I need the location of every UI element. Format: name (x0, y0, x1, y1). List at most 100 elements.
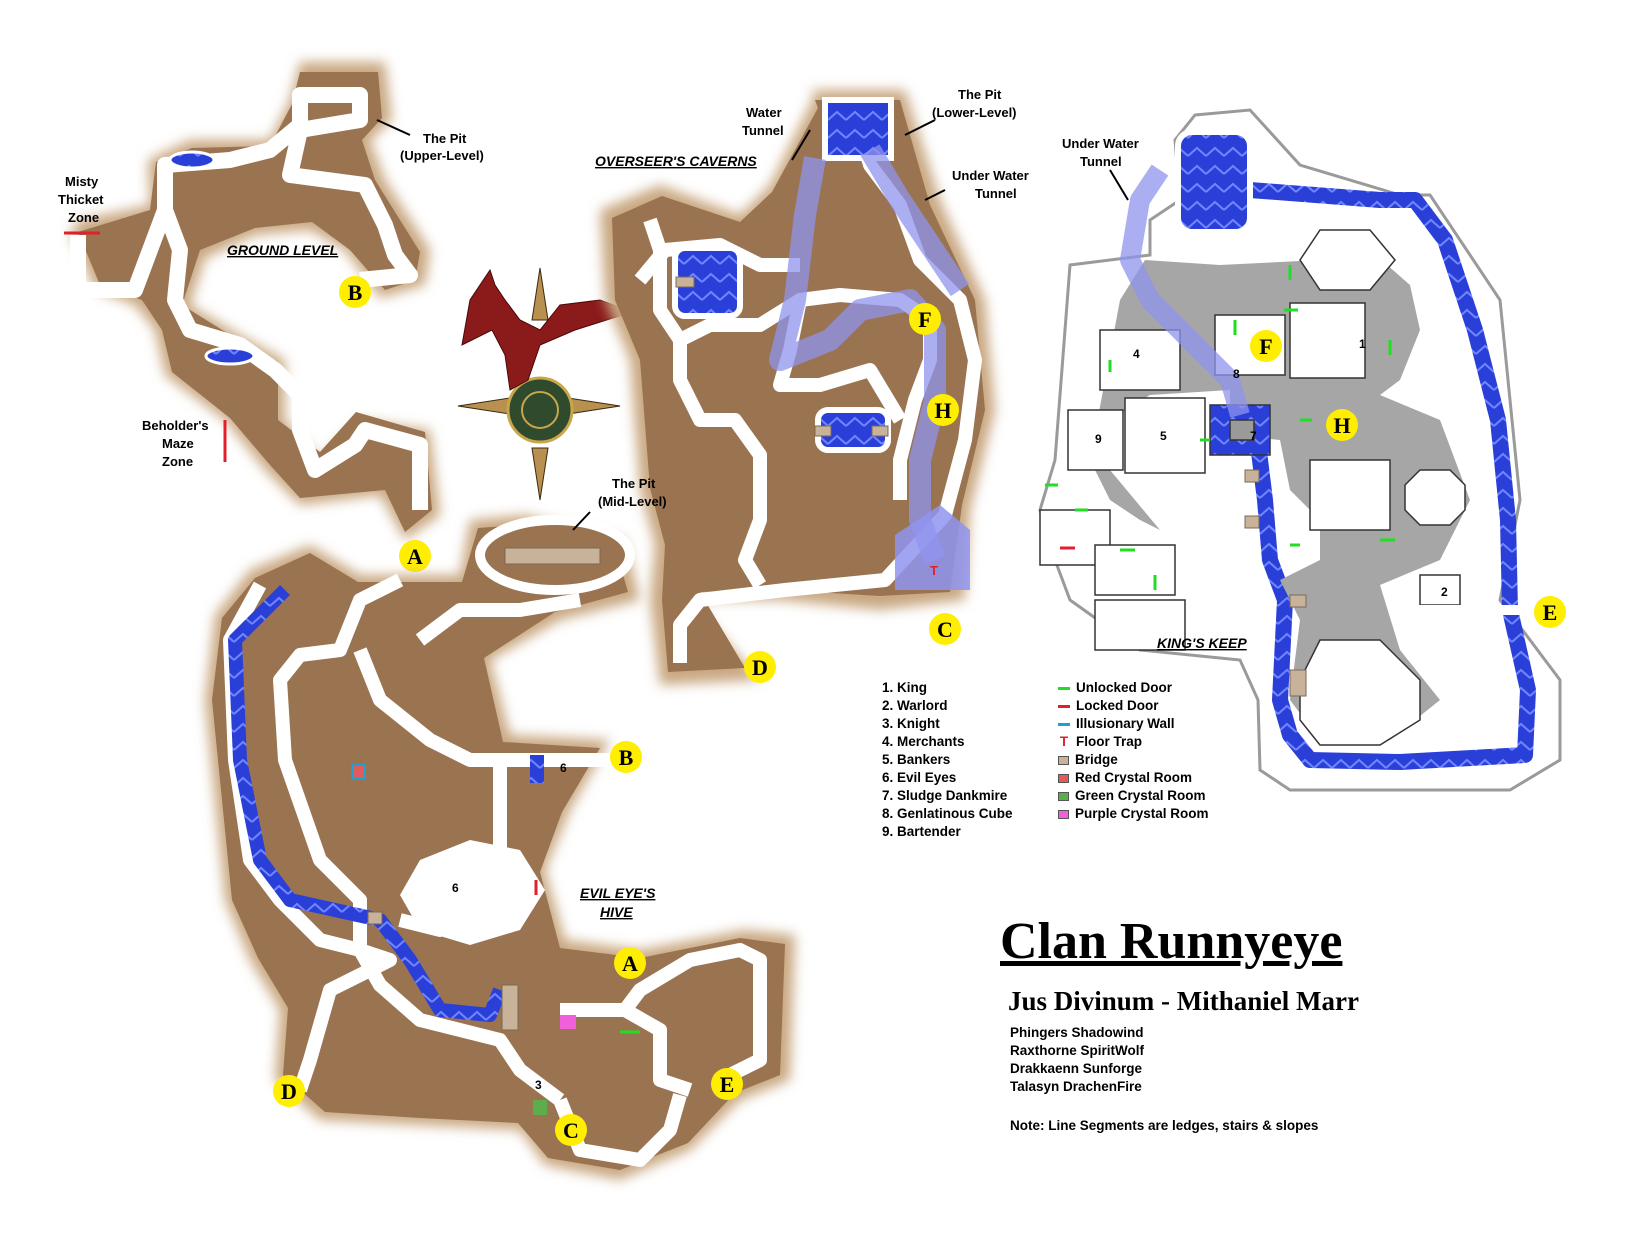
symbol-legend-label: Floor Trap (1076, 734, 1143, 749)
credit-name: Raxthorne SpiritWolf (1010, 1043, 1145, 1058)
caverns-bridge-center-b (871, 425, 889, 437)
uw-tunnel-b-callout-2: Tunnel (1080, 154, 1122, 169)
ground-level-passage (70, 87, 428, 510)
map-subtitle: Jus Divinum - Mithaniel Marr (1008, 986, 1359, 1016)
hive-marker-d[interactable]: D (273, 1075, 305, 1107)
water-tunnel-leader (791, 129, 811, 161)
misty-thicket-callout-2: Thicket (58, 192, 104, 207)
evil-eyes-hive-map: EVIL EYE'S HIVE The Pit (Mid-Level) 6 6 … (205, 476, 795, 1180)
keep-room-9 (1067, 409, 1124, 471)
npc-legend-item: 4. Merchants (882, 734, 965, 749)
hive-marker-d-label: D (281, 1079, 297, 1104)
keep-room-4-label: 4 (1133, 347, 1140, 361)
dragon-emblem (461, 268, 634, 391)
legend-box-swatch (1058, 773, 1069, 783)
uw-tunnel-a-leader (924, 189, 946, 201)
symbol-legend-label: Locked Door (1076, 698, 1159, 713)
misty-thicket-callout-1: Misty (65, 174, 99, 189)
hive-river-bridge-b (501, 984, 519, 1031)
legend-line-swatch (1058, 722, 1070, 726)
water-tunnel-callout-1: Water (746, 105, 782, 120)
keep-bridge-1 (1244, 469, 1260, 483)
pit-lower-leader (904, 119, 936, 136)
hive-marker-e-label: E (720, 1072, 735, 1097)
compass-arrow-south (531, 447, 549, 501)
symbol-legend-label: Purple Crystal Room (1075, 806, 1209, 821)
keep-room-9-label: 9 (1095, 432, 1102, 446)
overseers-caverns-label: OVERSEER'S CAVERNS (595, 153, 757, 169)
uw-tunnel-a-callout-1: Under Water (952, 168, 1029, 183)
npc-legend-item: 2. Warlord (882, 698, 948, 713)
compass-globe (506, 376, 574, 444)
hive-west-river (228, 585, 507, 1022)
caverns-bridge-west (675, 276, 695, 288)
hive-marker-e[interactable]: E (711, 1068, 743, 1100)
symbol-legend-item: T Floor Trap (1058, 733, 1209, 751)
compass-arrow-north (531, 267, 549, 321)
caverns-marker-c-label: C (937, 617, 953, 642)
keep-room-2-label: 2 (1441, 585, 1448, 599)
keep-marker-f[interactable]: F (1250, 330, 1282, 362)
keep-room-north-east (1299, 229, 1396, 291)
caverns-marker-h[interactable]: H (927, 394, 959, 426)
caverns-marker-c[interactable]: C (929, 613, 961, 645)
legend-box-swatch (1058, 809, 1069, 819)
caverns-marker-d-label: D (752, 655, 768, 680)
caverns-passage (634, 112, 982, 663)
caverns-marker-d[interactable]: D (744, 651, 776, 683)
credit-name: Drakkaenn Sunforge (1010, 1061, 1143, 1076)
keep-marker-e[interactable]: E (1534, 596, 1566, 628)
symbol-legend-item: Purple Crystal Room (1058, 805, 1209, 823)
pit-upper-callout-2: (Upper-Level) (400, 148, 484, 163)
beholders-maze-callout-2: Maze (162, 436, 194, 451)
hive-marker-a-label: A (622, 951, 638, 976)
keep-moat (1247, 182, 1536, 770)
keep-room-2 (1419, 574, 1461, 606)
keep-bridge-4 (1289, 669, 1307, 697)
water-tunnel-callout-2: Tunnel (742, 123, 784, 138)
symbol-legend-label: Green Crystal Room (1075, 788, 1206, 803)
ground-marker-a[interactable]: A (399, 540, 431, 572)
symbol-legend-item: Bridge (1058, 751, 1209, 769)
ground-level-pool-upper (168, 150, 216, 170)
hive-purple-crystal-room (560, 1015, 576, 1029)
caverns-bridge-center-a (814, 425, 832, 437)
symbol-legend-item: Unlocked Door (1058, 679, 1209, 697)
keep-marker-e-label: E (1543, 600, 1558, 625)
npc-legend-item: 1. King (882, 680, 928, 695)
legend-trap-swatch: T (1059, 734, 1069, 749)
hive-marker-b-label: B (619, 745, 634, 770)
hive-green-crystal-room (533, 1100, 547, 1115)
hive-marker-b[interactable]: B (610, 741, 642, 773)
compass-arrow-west (457, 397, 511, 415)
hive-marker-a[interactable]: A (614, 947, 646, 979)
ground-level-label: GROUND LEVEL (227, 242, 338, 258)
keep-north-pool (1175, 129, 1253, 235)
overseers-caverns-map: T OVERSEER'S CAVERNS Water Tunnel The Pi… (595, 87, 1029, 685)
hive-pool-6 (530, 755, 544, 783)
caverns-marker-f-label: F (918, 307, 931, 332)
evil-eyes-hive-label-1: EVIL EYE'S (580, 885, 656, 901)
legend-box-swatch (1058, 755, 1069, 765)
hive-room-6 (400, 840, 545, 945)
legend-line-swatch (1058, 686, 1070, 690)
keep-rooms (1039, 229, 1466, 746)
keep-room-1 (1289, 302, 1366, 379)
pit-lower-callout-2: (Lower-Level) (932, 105, 1017, 120)
hive-marker-c[interactable]: C (555, 1114, 587, 1146)
keep-room-8-label: 8 (1233, 367, 1240, 381)
credit-name: Phingers Shadowind (1010, 1025, 1144, 1040)
ground-level-map: GROUND LEVEL The Pit (Upper-Level) Misty… (58, 62, 484, 572)
symbol-legend-item: Locked Door (1058, 697, 1209, 715)
evil-eyes-hive-label-2: HIVE (600, 904, 633, 920)
uw-tunnel-a-callout-2: Tunnel (975, 186, 1017, 201)
caverns-marker-f[interactable]: F (909, 303, 941, 335)
keep-marker-h[interactable]: H (1326, 409, 1358, 441)
beholders-maze-callout-3: Zone (162, 454, 193, 469)
ground-marker-b[interactable]: B (339, 276, 371, 308)
pit-lower-callout-1: The Pit (958, 87, 1002, 102)
